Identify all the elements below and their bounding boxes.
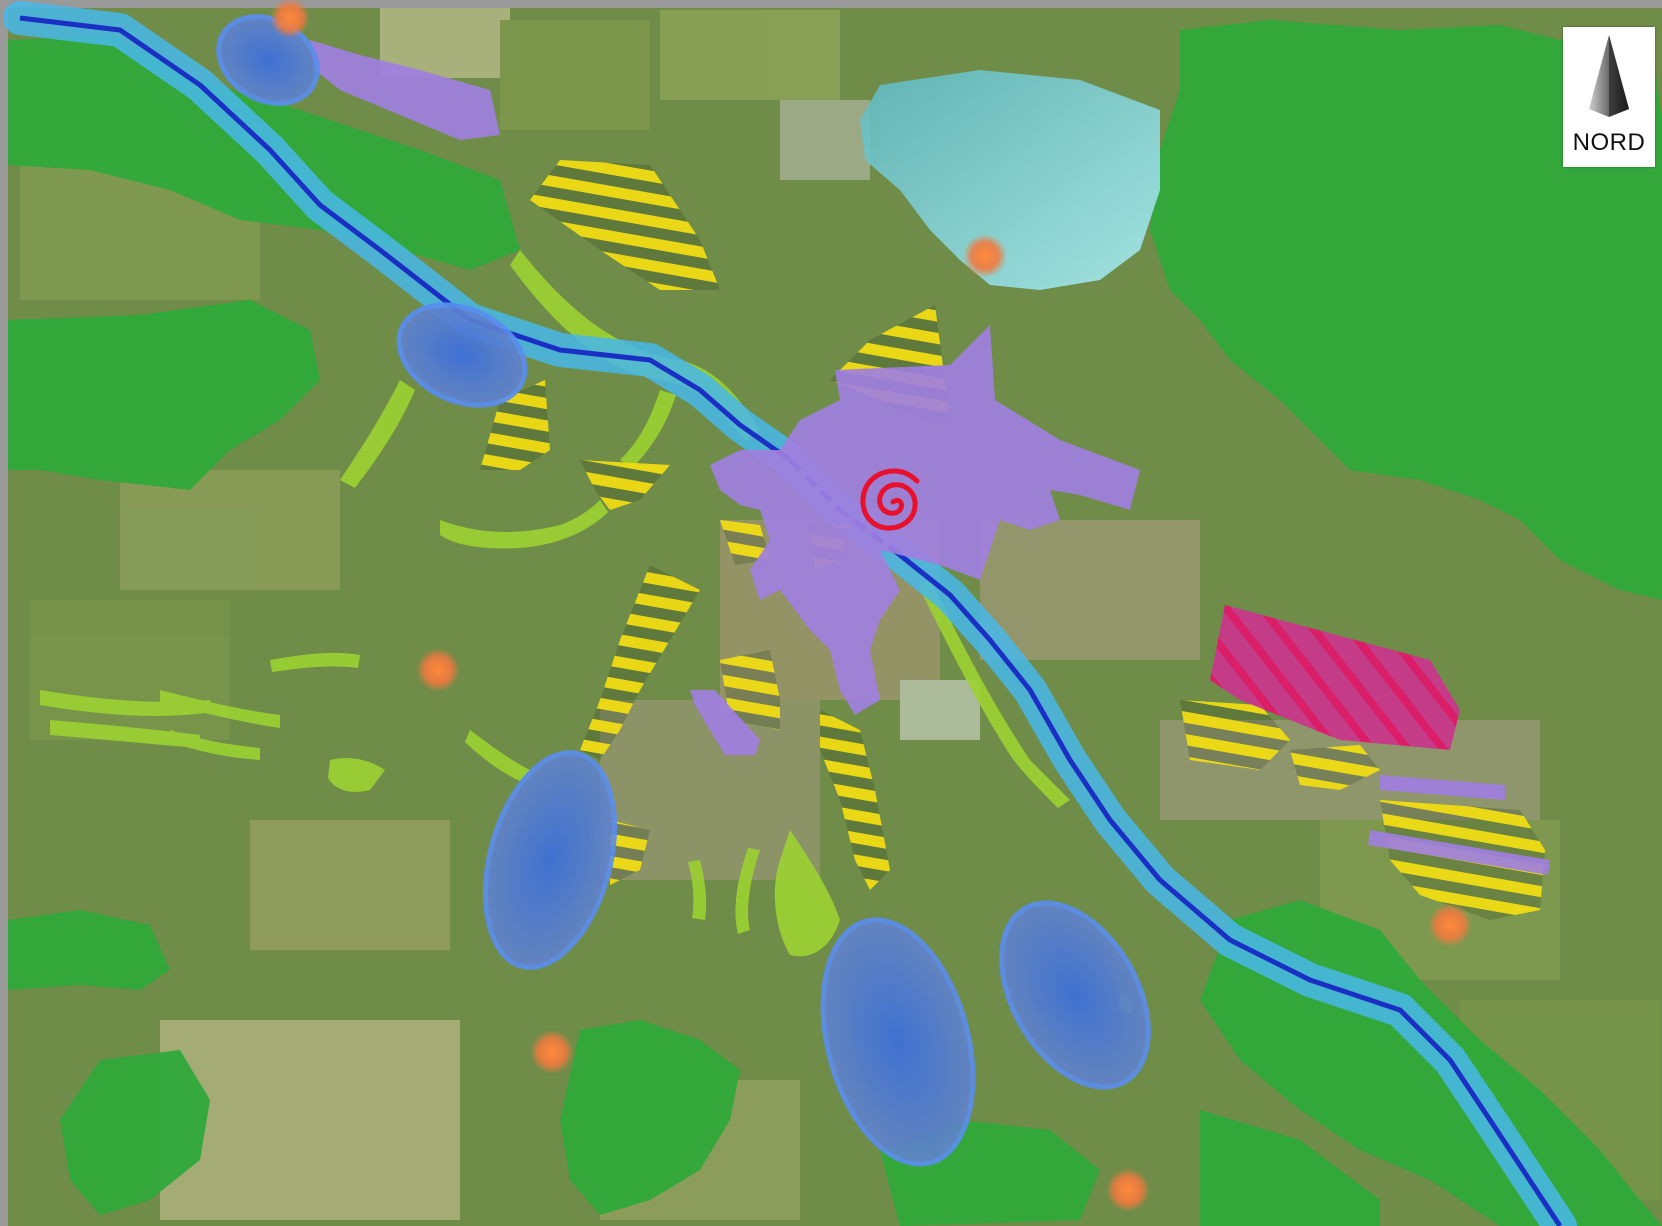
lake-area (860, 70, 1160, 290)
north-indicator: NORD (1563, 27, 1655, 167)
spiral-icon (860, 468, 920, 531)
protection-zones (216, 14, 1151, 1167)
river-line (19, 15, 792, 463)
point-marker-icon (530, 1030, 574, 1074)
zone-ellipse (999, 900, 1151, 1090)
industrial-zone (1210, 605, 1460, 750)
point-marker-icon (963, 234, 1007, 278)
town-buildings (600, 100, 1540, 880)
north-label: NORD (1572, 129, 1646, 156)
zone-ellipse (820, 917, 976, 1167)
zone-ellipse (482, 750, 618, 970)
north-arrow-icon (1589, 35, 1629, 117)
point-marker-icon (1428, 903, 1472, 947)
point-markers (270, 0, 1472, 1212)
point-marker-icon (416, 648, 460, 692)
town-core-zones (310, 40, 1550, 875)
point-marker-icon (1106, 1168, 1150, 1212)
zone-ellipse (396, 302, 528, 408)
point-marker-icon (270, 0, 310, 38)
river-line-lower (898, 553, 1563, 1226)
